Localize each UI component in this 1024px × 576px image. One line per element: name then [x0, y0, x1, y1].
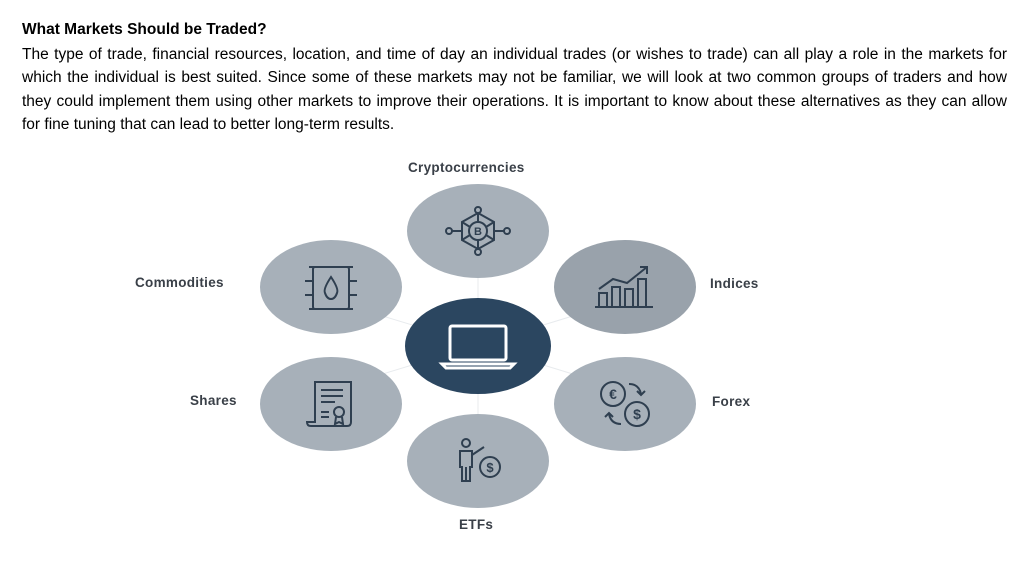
center-circle [405, 298, 551, 394]
page-heading: What Markets Should be Traded? [22, 21, 267, 38]
etfs-circle: $ [407, 414, 549, 508]
label-etfs: ETFs [459, 517, 494, 532]
label-indices: Indices [710, 276, 759, 291]
svg-text:$: $ [486, 460, 494, 475]
oil-barrel-icon [305, 266, 357, 310]
intro-paragraph: The type of trade, financial resources, … [22, 46, 1007, 133]
certificate-scroll-icon [305, 381, 352, 427]
label-shares: Shares [190, 393, 237, 408]
label-commodities: Commodities [135, 275, 224, 290]
shares-circle [260, 357, 402, 451]
cryptocurrencies-circle: B [407, 184, 549, 278]
svg-text:B: B [474, 226, 482, 238]
svg-text:$: $ [633, 406, 641, 422]
label-cryptocurrencies: Cryptocurrencies [408, 160, 525, 175]
commodities-circle [260, 240, 402, 334]
bitcoin-network-icon: B [445, 206, 511, 256]
presenter-dollar-icon: $ [459, 438, 501, 482]
indices-circle [554, 240, 696, 334]
currency-exchange-icon: € $ [600, 381, 650, 427]
label-forex: Forex [712, 394, 751, 409]
laptop-icon [438, 324, 518, 370]
forex-circle: € $ [554, 357, 696, 451]
bar-chart-trend-icon [595, 266, 653, 308]
svg-text:€: € [609, 386, 617, 402]
